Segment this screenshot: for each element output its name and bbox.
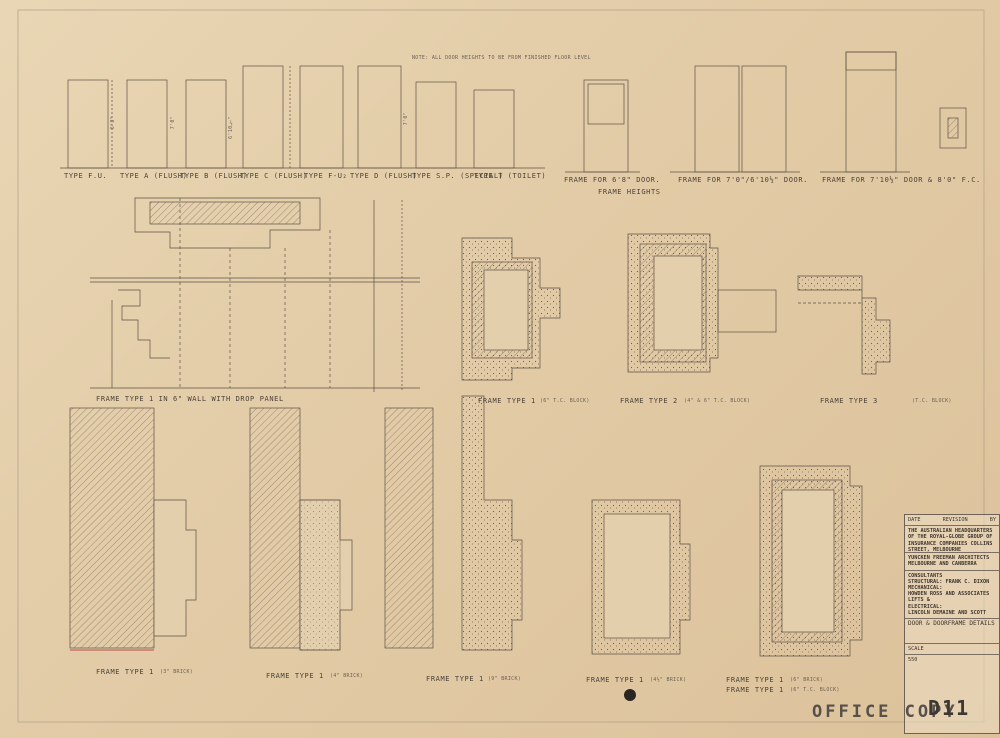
door-height-dimension: 6'10½": [228, 116, 234, 139]
door-type-label: TYPE F.U.: [64, 172, 108, 180]
frame-section-sublabel: (T.C. BLOCK): [912, 398, 952, 404]
door-height-note: NOTE: ALL DOOR HEIGHTS TO BE FROM FINISH…: [412, 55, 591, 61]
frame-section-label: FRAME TYPE 1: [478, 397, 536, 405]
door-type-label: TYPE A (FLUSH): [120, 172, 188, 180]
drop-panel-title: FRAME TYPE 1 IN 6" WALL WITH DROP PANEL: [96, 395, 284, 403]
frame-sections-middle: [461, 233, 891, 381]
frame-section-label: FRAME TYPE 3: [820, 397, 878, 405]
project-name: THE AUSTRALIAN HEADQUARTERS OF THE ROYAL…: [905, 526, 999, 554]
frame-section-sublabel: (4" BRICK): [330, 673, 364, 679]
revision-header-label: REVISION: [942, 517, 968, 523]
frame-height-elevations: [565, 51, 967, 173]
frame-sections-bottom: [69, 395, 863, 657]
revision-header: DATE REVISION BY: [905, 515, 999, 527]
drop-panel-section: [90, 197, 420, 392]
electrical-consultant: LINCOLN DEMAINE AND SCOTT: [908, 609, 987, 616]
ink-smudge: [624, 689, 636, 701]
frame-section-sublabel: (4" & 6" T.C. BLOCK): [684, 398, 751, 404]
door-type-label: TYPE T (TOILET): [474, 172, 547, 180]
frame-section-label: FRAME TYPE 1: [96, 668, 154, 676]
mechanical-consultant: HOWDEN ROSS AND ASSOCIATES: [908, 591, 990, 598]
door-height-dimension: 7'0": [170, 116, 176, 130]
door-type-label: TYPE C (FLUSH): [240, 172, 308, 180]
frame-height-label: FRAME FOR 6'8" DOOR.: [564, 176, 661, 184]
frame-section-sublabel: (3" BRICK): [160, 669, 194, 675]
door-elevations: [60, 65, 545, 169]
scale-label: SCALE: [905, 644, 999, 656]
frame-height-label: FRAME FOR 7'0"/6'10½" DOOR.: [678, 176, 808, 184]
frame-section-sublabel: (4½" BRICK): [650, 677, 687, 683]
frame-height-label: FRAME FOR 7'10½" DOOR & 8'0" F.C.: [822, 176, 981, 184]
door-type-label: TYPE B (FLUSH): [180, 172, 248, 180]
frame-section-label: FRAME TYPE 1: [586, 676, 644, 684]
office-copy-stamp: OFFICE COPY: [812, 702, 958, 722]
electrical-heading: ELECTRICAL:: [908, 603, 943, 610]
sheet-number: D11: [928, 696, 971, 720]
consultants-heading: CONSULTANTS: [908, 572, 943, 579]
revision-by-header: BY: [989, 517, 996, 523]
lifts-heading: LIFTS &: [908, 597, 930, 604]
drawing-title: DOOR & DOORFRAME DETAILS: [905, 619, 999, 645]
frame-heights-title: FRAME HEIGHTS: [598, 188, 661, 196]
consultants-block: CONSULTANTS STRUCTURAL: FRANK C. DIXON M…: [905, 571, 999, 620]
frame-section-label: FRAME TYPE 1: [426, 675, 484, 683]
door-height-dimension: 7'0": [403, 112, 409, 126]
architects-name: YUNCKEN FREEMAN ARCHITECTS MELBOURNE AND…: [905, 553, 999, 571]
door-type-label: TYPE D (FLUSH): [350, 172, 418, 180]
door-type-label: TYPE S.P. (SPECIAL): [412, 172, 504, 180]
title-block: DATE REVISION BY THE AUSTRALIAN HEADQUAR…: [904, 514, 1000, 734]
frame-section-sublabel: (6" T.C. BLOCK): [540, 398, 590, 404]
frame-section-sublabel: (6" BRICK): [790, 677, 824, 683]
frame-section-label: FRAME TYPE 1: [726, 686, 784, 694]
structural-consultant: STRUCTURAL: FRANK C. DIXON: [908, 578, 990, 585]
revision-date-header: DATE: [908, 517, 921, 523]
frame-section-label: FRAME TYPE 1: [726, 676, 784, 684]
mechanical-heading: MECHANICAL:: [908, 585, 943, 592]
job-number: 550: [908, 657, 918, 664]
frame-section-sublabel: (6" T.C. BLOCK): [790, 687, 840, 693]
door-type-label: TYPE F-U₂: [304, 172, 348, 180]
frame-section-label: FRAME TYPE 2: [620, 397, 678, 405]
frame-section-sublabel: (9" BRICK): [488, 676, 522, 682]
door-height-dimension: 6'8": [110, 116, 116, 130]
frame-section-label: FRAME TYPE 1: [266, 672, 324, 680]
